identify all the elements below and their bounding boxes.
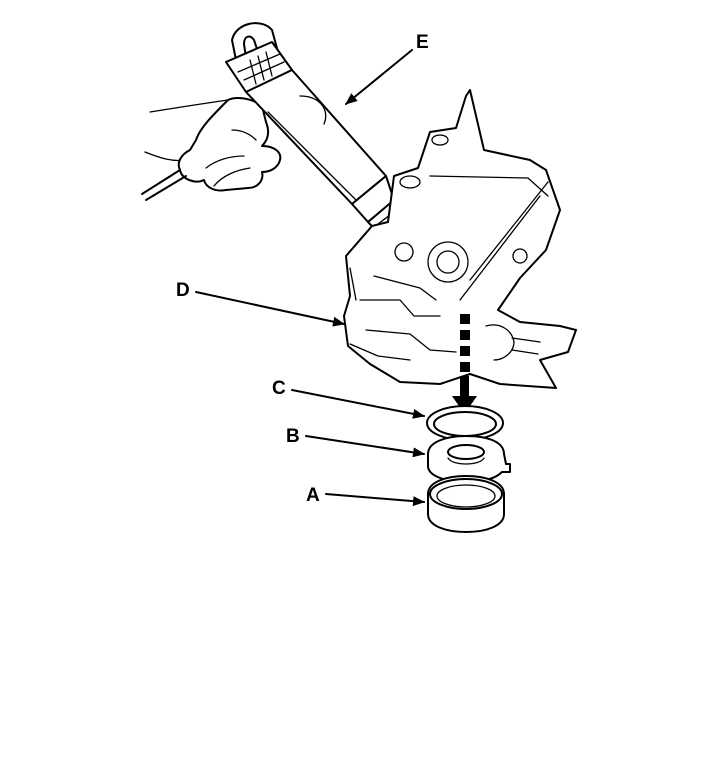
insertion-arrow — [452, 376, 477, 414]
leader-lines — [195, 49, 425, 507]
callout-label-e: E — [416, 32, 429, 53]
callout-labels: E D C B A — [176, 32, 429, 506]
callout-label-b: B — [286, 426, 300, 447]
hand-illustration — [141, 97, 282, 201]
leader-line-e — [345, 49, 413, 105]
callout-label-c: C — [272, 378, 286, 399]
leader-line-c — [291, 389, 425, 419]
callout-label-a: A — [306, 485, 320, 506]
o-ring — [426, 405, 504, 441]
leader-line-d — [195, 291, 345, 327]
leader-line-b — [305, 435, 425, 458]
callout-label-d: D — [176, 280, 190, 301]
housing-casting — [343, 89, 577, 389]
bearing-race — [427, 475, 505, 533]
leader-line-a — [325, 493, 425, 507]
